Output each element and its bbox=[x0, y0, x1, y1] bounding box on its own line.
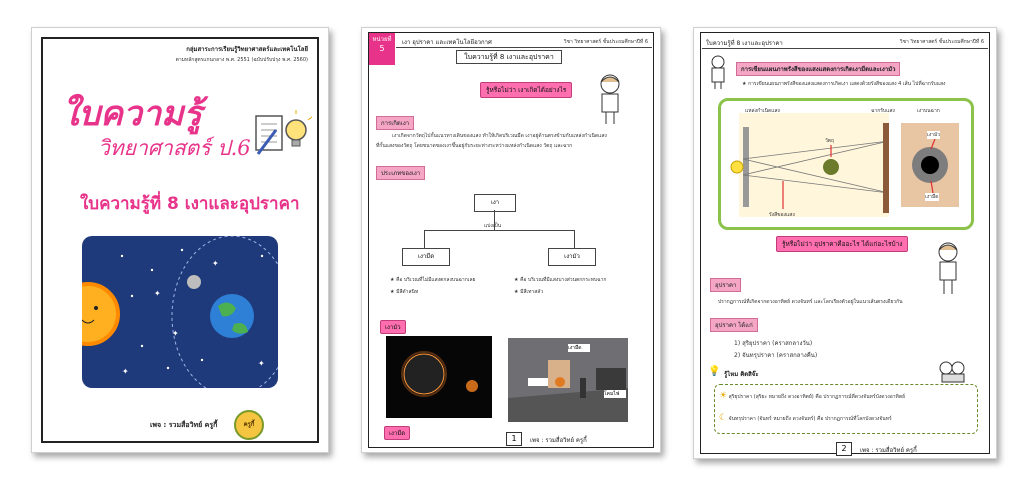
right-bullet-1: ★ คือ บริเวณที่มีแสงบางส่วนตกกระทบฉาก bbox=[514, 277, 607, 283]
room-label-a: เงามืด bbox=[568, 345, 582, 351]
eclipse-photo-graphic bbox=[401, 351, 478, 397]
page-1: หน่วยที่ 5 เงา อุปราคา และเทคโนโลยีอวกาศ… bbox=[361, 27, 661, 453]
left-bullet-1: ★ คือ บริเวณที่ไม่มีแสงตกลงบนฉากเลย bbox=[390, 277, 476, 283]
room-label-b: โคมไฟ bbox=[604, 391, 620, 397]
cover-page: กลุ่มสาระการเรียนรู้วิทยาศาสตร์และเทคโนโ… bbox=[31, 27, 329, 453]
svg-text:✦: ✦ bbox=[212, 259, 219, 268]
svg-text:✦: ✦ bbox=[172, 329, 179, 338]
sun-earth-moon-graphic: ✦ ✦ ✦ ✦ ✦ bbox=[82, 236, 278, 388]
unit-badge: หน่วยที่ 5 bbox=[369, 33, 395, 65]
section-eclipse-types: อุปราคา ได้แก่ bbox=[710, 318, 758, 332]
page1-number: 1 bbox=[506, 432, 522, 446]
cover-logo: ครูกี้ bbox=[234, 410, 264, 440]
tree-left-node: เงามืด bbox=[402, 248, 450, 266]
diag-label-ray: รังสีของแสง bbox=[769, 212, 795, 218]
right-bullet-2: ★ มีสีเทาสลัว bbox=[514, 289, 544, 295]
tip-row-2-text: จันทรุปราคา (จันทร์ หมายถึง ดวงจันทร์) ค… bbox=[728, 416, 892, 422]
shadow-room-graphic bbox=[508, 344, 628, 422]
tree-vertical bbox=[494, 210, 495, 230]
left-bullet-2-text: มีสีดำสนิท bbox=[396, 289, 419, 295]
page2-speech-bubble: รู้หรือไม่ว่า อุปราคาคืออะไร ได้แก่อะไรบ… bbox=[776, 236, 909, 252]
svg-text:✦: ✦ bbox=[154, 289, 161, 298]
eclipse-list-item-2: 2) จันทรุปราคา (คราสกลางคืน) bbox=[734, 352, 818, 359]
cover-frame bbox=[41, 37, 319, 443]
section-shadow-formation: การเกิดเงา bbox=[376, 116, 415, 130]
tip-label: รู้ไหม คิดสิจ๊ะ bbox=[724, 371, 759, 378]
page1-header-title: เงา อุปราคา และเทคโนโลยีอวกาศ bbox=[402, 39, 492, 46]
photo-label-bottom: เงามืด bbox=[384, 426, 411, 440]
cover-author: เพจ : รวมสื่อวิทย์ ครูกี้ bbox=[150, 421, 218, 429]
page1-header-rule bbox=[396, 47, 652, 48]
diag-label-source: แหล่งกำเนิดแสง bbox=[745, 108, 780, 114]
page1-frame bbox=[368, 32, 654, 448]
page-2: ใบความรู้ที่ 8 เงาและอุปราคา วิชา วิทยาศ… bbox=[693, 27, 997, 459]
tree-branch-label: แบ่งเป็น bbox=[484, 223, 502, 229]
bulb-icon: 💡 bbox=[708, 366, 721, 377]
space-illustration: ✦ ✦ ✦ ✦ ✦ bbox=[82, 236, 278, 388]
unit-label: หน่วยที่ bbox=[372, 36, 392, 43]
svg-text:✦: ✦ bbox=[122, 367, 129, 376]
diag-label-object: วัตถุ bbox=[825, 138, 835, 144]
svg-text:✦: ✦ bbox=[258, 359, 265, 368]
page1-speech-bubble: รู้หรือไม่ว่า เงาเกิดได้อย่างไร bbox=[480, 82, 573, 98]
diag-label-screen: ฉากรับแสง bbox=[871, 108, 895, 114]
page2-number: 2 bbox=[836, 442, 852, 456]
page1-paragraph-line1: เงาเกิดจากวัตถุไปกั้นแนวทางเดินของแสง ทำ… bbox=[392, 133, 607, 139]
ray-diagram-box: แหล่งกำเนิดแสง วัตถุ ฉากรับแสง เงาบนฉาก … bbox=[718, 98, 974, 230]
page2-bullet-1-text: การเขียนแผนภาพรังสีของแสงแสดงการเกิดเงา … bbox=[748, 81, 946, 87]
tip-row-1-text: สุริยุปราคา (สุริยะ หมายถึง ดวงอาทิตย์) … bbox=[728, 394, 906, 400]
tip-row-2: ☾ จันทรุปราคา (จันทร์ หมายถึง ดวงจันทร์)… bbox=[719, 413, 892, 423]
unit-number: 5 bbox=[379, 44, 385, 53]
photo-label-top: เงามัว bbox=[380, 320, 406, 334]
diag-label-umbra: เงามัว bbox=[927, 131, 941, 139]
page2-author: เพจ : รวมสื่อวิทย์ ครูกี้ bbox=[860, 447, 917, 454]
tree-horizontal bbox=[424, 230, 574, 231]
section-eclipse: อุปราคา bbox=[710, 278, 742, 292]
cover-header-line2: ตามหลักสูตรแกนกลาง พ.ศ. 2551 (ฉบับปรับปร… bbox=[175, 57, 308, 63]
left-bullet-1-text: คือ บริเวณที่ไม่มีแสงตกลงบนฉากเลย bbox=[396, 277, 476, 283]
tip-row-1: ☀ สุริยุปราคา (สุริยะ หมายถึง ดวงอาทิตย์… bbox=[719, 391, 905, 401]
tree-right-node: เงามัว bbox=[548, 248, 596, 266]
moon-icon: ☾ bbox=[719, 413, 728, 423]
page2-header-rule bbox=[702, 48, 988, 49]
right-bullet-1-text: คือ บริเวณที่มีแสงบางส่วนตกกระทบฉาก bbox=[520, 277, 607, 283]
eclipse-list-item-1: 1) สุริยุปราคา (คราสกลางวัน) bbox=[734, 340, 813, 347]
scientist-illustration bbox=[711, 55, 725, 89]
right-bullet-2-text: มีสีเทาสลัว bbox=[520, 289, 544, 295]
girl-illustration-2 bbox=[938, 242, 958, 294]
tip-box: ☀ สุริยุปราคา (สุริยะ หมายถึง ดวงอาทิตย์… bbox=[714, 384, 978, 434]
cover-logo-text: ครูกี้ bbox=[243, 421, 255, 428]
section-shadow-types: ประเภทของเงา bbox=[376, 166, 426, 180]
projector-illustration bbox=[939, 361, 965, 383]
page2-bullet-1: ★ การเขียนแผนภาพรังสีของแสงแสดงการเกิดเง… bbox=[742, 81, 946, 87]
cover-title-main: ใบความรู้ bbox=[62, 94, 202, 134]
tree-right-stem bbox=[574, 230, 575, 248]
sun-icon: ☀ bbox=[719, 391, 728, 401]
section-ray-diagram: การเขียนแผนภาพรังสีของแสงแสดงการเกิดเงาม… bbox=[736, 62, 901, 76]
cover-header-line1: กลุ่มสาระการเรียนรู้วิทยาศาสตร์และเทคโนโ… bbox=[186, 46, 308, 53]
page1-paragraph-line2: ที่กั้นแสงของวัตถุ โดยขนาดของเงาขึ้นอยู่… bbox=[376, 143, 573, 149]
left-bullet-2: ★ มีสีดำสนิท bbox=[390, 289, 419, 295]
eclipse-photo bbox=[386, 336, 492, 418]
page2-paragraph: ปรากฏการณ์ที่เกิดจากดวงอาทิตย์ ดวงจันทร์… bbox=[718, 299, 903, 305]
page1-author: เพจ : รวมสื่อวิทย์ ครูกี้ bbox=[530, 437, 587, 444]
diag-label-penumbra: เงามืด bbox=[925, 193, 939, 201]
page2-header-title: ใบความรู้ที่ 8 เงาและอุปราคา bbox=[706, 40, 783, 47]
cover-sheet-title: ใบความรู้ที่ 8 เงาและอุปราคา bbox=[80, 194, 300, 214]
shadow-room-photo: เงามืด โคมไฟ bbox=[508, 338, 628, 422]
diag-label-shadow: เงาบนฉาก bbox=[917, 108, 940, 114]
ray-diagram-graphic bbox=[730, 113, 959, 217]
tree-left-stem bbox=[424, 230, 425, 248]
page2-header-right: วิชา วิทยาศาสตร์ ชั้นประถมศึกษาปีที่ 6 bbox=[899, 39, 984, 45]
tree-root: เงา bbox=[474, 194, 516, 212]
page1-sheet-title: ใบความรู้ที่ 8 เงาและอุปราคา bbox=[456, 50, 562, 64]
girl-illustration bbox=[600, 74, 620, 124]
page1-header-right: วิชา วิทยาศาสตร์ ชั้นประถมศึกษาปีที่ 6 bbox=[563, 39, 648, 45]
cover-title-sub: วิทยาศาสตร์ ป.6 bbox=[98, 136, 251, 160]
notebook-bulb-illustration bbox=[255, 110, 313, 155]
